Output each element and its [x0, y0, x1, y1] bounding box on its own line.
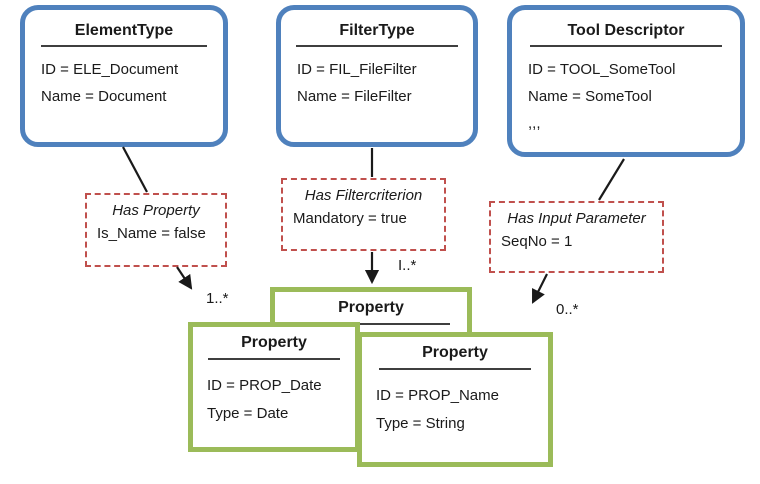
entity-field: Name = FileFilter: [297, 88, 412, 105]
entity-title: Tool Descriptor: [567, 22, 685, 39]
relation-has-filtercriterion: Has Filtercriterion Mandatory = true: [281, 178, 446, 251]
property-title: Property: [422, 344, 488, 361]
title-underline: [296, 45, 458, 47]
property-title: Property: [338, 299, 404, 316]
multiplicity-label: 0..*: [556, 301, 579, 318]
property-box-date: Property ID = PROP_Date Type = Date: [188, 322, 360, 452]
entity-field: ,,,: [528, 115, 541, 132]
title-underline: [40, 45, 208, 47]
relation-title: Has Input Parameter: [507, 210, 646, 227]
property-field: ID = PROP_Date: [207, 377, 322, 394]
line-tooldescriptor-hasinputparameter: [598, 158, 625, 201]
entity-elementtype: ElementType ID = ELE_Document Name = Doc…: [20, 5, 228, 147]
property-box-name: Property ID = PROP_Name Type = String: [357, 332, 553, 467]
entity-field: ID = TOOL_SomeTool: [528, 61, 676, 78]
entity-field: ID = ELE_Document: [41, 61, 179, 78]
multiplicity-label: I..*: [398, 257, 417, 274]
title-underline: [292, 323, 450, 325]
arrow-hasproperty-property: [176, 266, 193, 290]
entity-tool-descriptor: Tool Descriptor ID = TOOL_SomeTool Name …: [507, 5, 745, 157]
multiplicity-label: 1..*: [206, 290, 229, 307]
relation-field: Mandatory = true: [293, 210, 407, 227]
relation-field: SeqNo = 1: [501, 233, 573, 250]
relation-title: Has Property: [112, 202, 200, 219]
entity-title: FilterType: [339, 22, 415, 39]
entity-field: Name = SomeTool: [528, 88, 652, 105]
relation-title: Has Filtercriterion: [304, 187, 423, 204]
entity-title: ElementType: [74, 22, 174, 39]
title-underline: [378, 368, 532, 370]
line-elementtype-hasproperty: [122, 146, 148, 193]
property-field: Type = Date: [207, 405, 289, 422]
title-underline: [530, 45, 722, 47]
relation-has-input-parameter: Has Input Parameter SeqNo = 1: [489, 201, 664, 273]
arrow-hasinputparameter-property: [532, 273, 548, 304]
relation-field: Is_Name = false: [97, 225, 206, 242]
property-title: Property: [241, 334, 307, 351]
entity-filtertype: FilterType ID = FIL_FileFilter Name = Fi…: [276, 5, 478, 147]
entity-field: ID = FIL_FileFilter: [297, 61, 417, 78]
property-field: Type = String: [376, 415, 465, 432]
relation-has-property: Has Property Is_Name = false: [85, 193, 227, 267]
property-field: ID = PROP_Name: [376, 387, 499, 404]
entity-field: Name = Document: [41, 88, 167, 105]
title-underline: [207, 358, 341, 360]
